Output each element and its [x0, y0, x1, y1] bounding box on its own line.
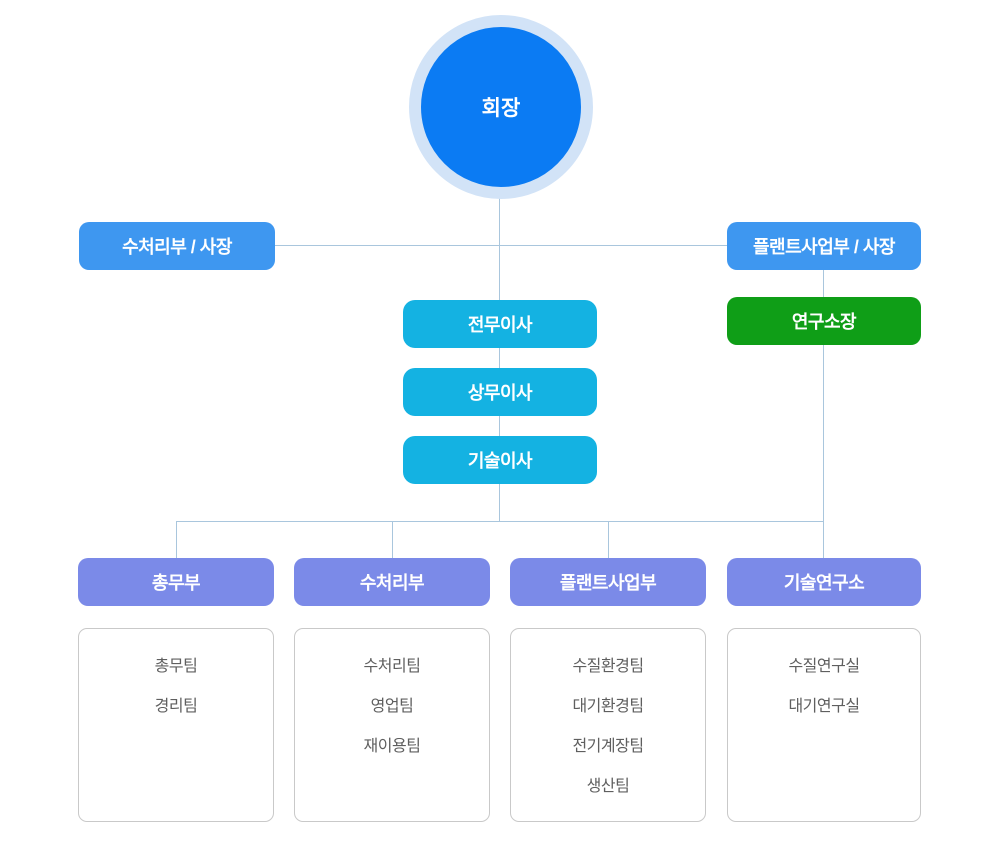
director-label: 전무이사	[467, 315, 533, 335]
director-node-managing: 상무이사	[403, 368, 597, 416]
research-head-node: 연구소장	[727, 297, 921, 345]
department-label: 기술연구소	[783, 573, 865, 593]
president-label: 수처리부 / 사장	[122, 237, 232, 257]
department-node-general-affairs: 총무부	[78, 558, 274, 606]
team-item: 대기연구실	[788, 698, 860, 715]
team-item: 수질연구실	[788, 658, 860, 675]
team-panel-tech-research: 수질연구실 대기연구실	[727, 628, 921, 822]
director-label: 기술이사	[467, 451, 533, 471]
director-node-technical: 기술이사	[403, 436, 597, 484]
team-item: 수질환경팀	[572, 658, 644, 675]
director-node-executive: 전무이사	[403, 300, 597, 348]
team-item: 생산팀	[586, 778, 630, 795]
team-panel-plant-business: 수질환경팀 대기환경팀 전기계장팀 생산팀	[510, 628, 706, 822]
director-label: 상무이사	[467, 383, 533, 403]
president-node-plant-business: 플랜트사업부 / 사장	[727, 222, 921, 270]
team-item: 대기환경팀	[572, 698, 644, 715]
president-label: 플랜트사업부 / 사장	[753, 237, 895, 257]
team-panel-water-treatment: 수처리팀 영업팀 재이용팀	[294, 628, 490, 822]
department-node-tech-research: 기술연구소	[727, 558, 921, 606]
team-item: 전기계장팀	[572, 738, 644, 755]
department-label: 플랜트사업부	[559, 573, 657, 593]
department-label: 수처리부	[359, 573, 425, 593]
department-node-water-treatment: 수처리부	[294, 558, 490, 606]
connector-right-vertical	[823, 270, 824, 558]
connector-drop-dept-3	[608, 521, 609, 558]
team-item: 총무팀	[154, 658, 198, 675]
team-item: 영업팀	[370, 698, 414, 715]
connector-president-horizontal	[275, 245, 727, 246]
chairman-label: 회장	[481, 97, 521, 120]
connector-drop-dept-2	[392, 521, 393, 558]
department-node-plant-business: 플랜트사업부	[510, 558, 706, 606]
connector-drop-dept-1	[176, 521, 177, 558]
chairman-node: 회장	[409, 15, 593, 199]
team-panel-general-affairs: 총무팀 경리팀	[78, 628, 274, 822]
team-item: 경리팀	[154, 698, 198, 715]
connector-department-horizontal	[176, 521, 824, 522]
team-item: 수처리팀	[363, 658, 421, 675]
research-head-label: 연구소장	[791, 312, 857, 332]
department-label: 총무부	[151, 573, 201, 593]
president-node-water-treatment: 수처리부 / 사장	[79, 222, 275, 270]
team-item: 재이용팀	[363, 738, 421, 755]
connector-center-vertical	[499, 197, 500, 522]
